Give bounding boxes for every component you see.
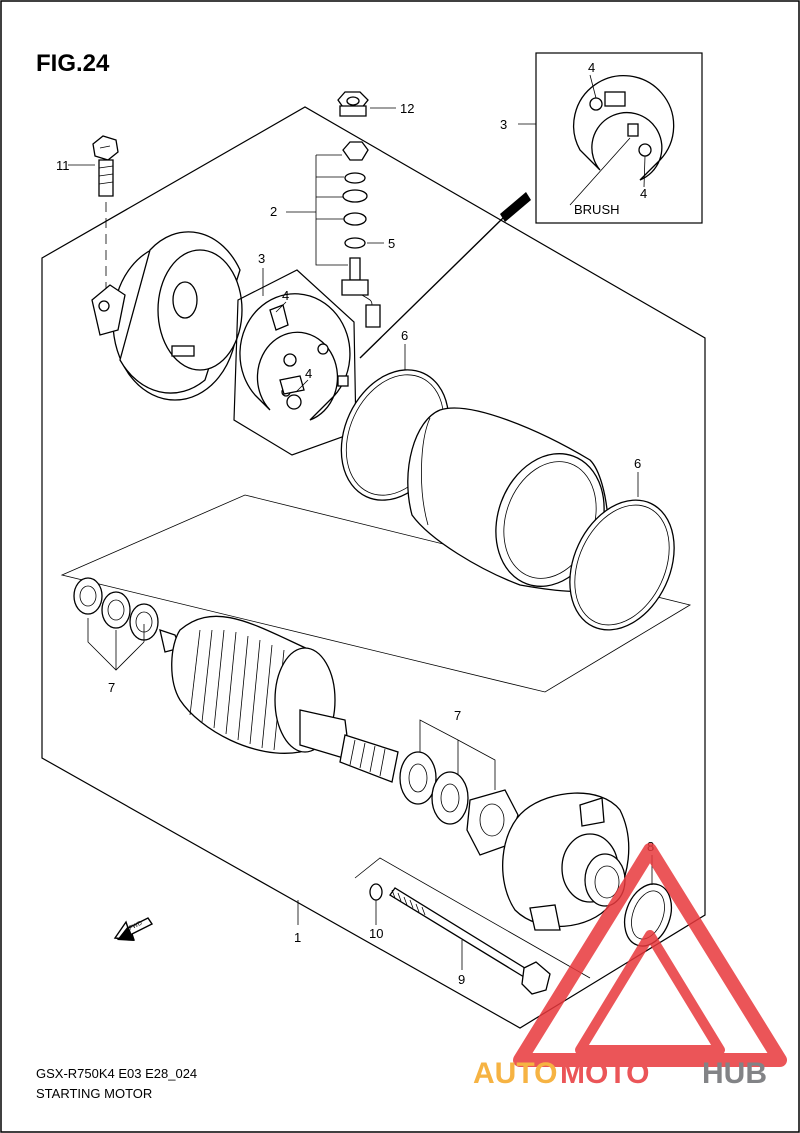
o-ring-part-10 — [369, 883, 383, 901]
callout-4-plate-top: 4 — [282, 288, 289, 303]
brush-inset-box — [535, 52, 703, 224]
callout-3-plate: 3 — [258, 251, 265, 266]
figure-title: FIG.24 — [36, 50, 110, 77]
leader-4-plate-top — [275, 301, 287, 313]
o-ring-lower — [569, 499, 675, 631]
watermark-text-auto: AUTO — [473, 1057, 557, 1090]
watermark-text-moto: MOTO — [560, 1057, 649, 1090]
armature — [159, 615, 399, 783]
washer-set-left — [73, 577, 159, 641]
watermark-triangle-outer — [513, 843, 787, 1067]
leader-brush — [569, 137, 631, 206]
leader-4-inset-top — [589, 74, 597, 99]
watermark-triangle-inner — [575, 930, 725, 1055]
callout-7-left: 7 — [108, 680, 115, 695]
leader-4-inset-bottom — [643, 155, 646, 188]
inset-brush-plate — [573, 75, 675, 181]
bracket-7-left — [87, 618, 145, 671]
automotohub-watermark-logo: AUTO MOTO HUB — [473, 843, 787, 1090]
front-housing — [502, 792, 630, 931]
fwd-arrow-icon: FWD — [113, 917, 154, 941]
section-name: STARTING MOTOR — [36, 1086, 153, 1101]
bolt-group-outline — [354, 857, 591, 979]
callout-3-inset: 3 — [500, 117, 507, 132]
fwd-label: FWD — [128, 920, 144, 931]
callout-7-right: 7 — [454, 708, 461, 723]
assembly-outline — [41, 106, 706, 1029]
washer-set-right — [399, 751, 519, 856]
callout-4-inset-top: 4 — [588, 60, 595, 75]
callout-9: 9 — [458, 972, 465, 987]
inset-pointer — [500, 192, 531, 222]
terminal-washer-stack — [341, 141, 381, 328]
inset-pointer-line — [359, 217, 504, 359]
callout-6-lower: 6 — [634, 456, 641, 471]
through-bolt-part-9 — [389, 887, 551, 995]
callout-4-inset-bottom: 4 — [640, 186, 647, 201]
callout-4-plate-bottom: 4 — [305, 366, 312, 381]
model-code: GSX-R750K4 E03 E28_024 — [36, 1066, 198, 1081]
callout-12: 12 — [400, 101, 414, 116]
callout-11: 11 — [56, 158, 70, 173]
brush-label: BRUSH — [574, 202, 620, 217]
callout-10: 10 — [369, 926, 383, 941]
callout-6-upper: 6 — [401, 328, 408, 343]
bolt-part-11 — [92, 135, 119, 197]
rear-housing-cover — [91, 231, 243, 401]
callout-1: 1 — [294, 930, 301, 945]
armature-group-outline — [60, 494, 692, 693]
callout-5: 5 — [388, 236, 395, 251]
nut-part-12 — [337, 91, 369, 117]
watermark-text-hub: HUB — [702, 1057, 767, 1090]
bracket-2 — [315, 155, 348, 266]
leader-4-plate-bottom — [295, 379, 309, 393]
brush-plate-assembly — [233, 269, 357, 456]
o-ring-part-8 — [623, 883, 673, 947]
callout-2: 2 — [270, 204, 277, 219]
